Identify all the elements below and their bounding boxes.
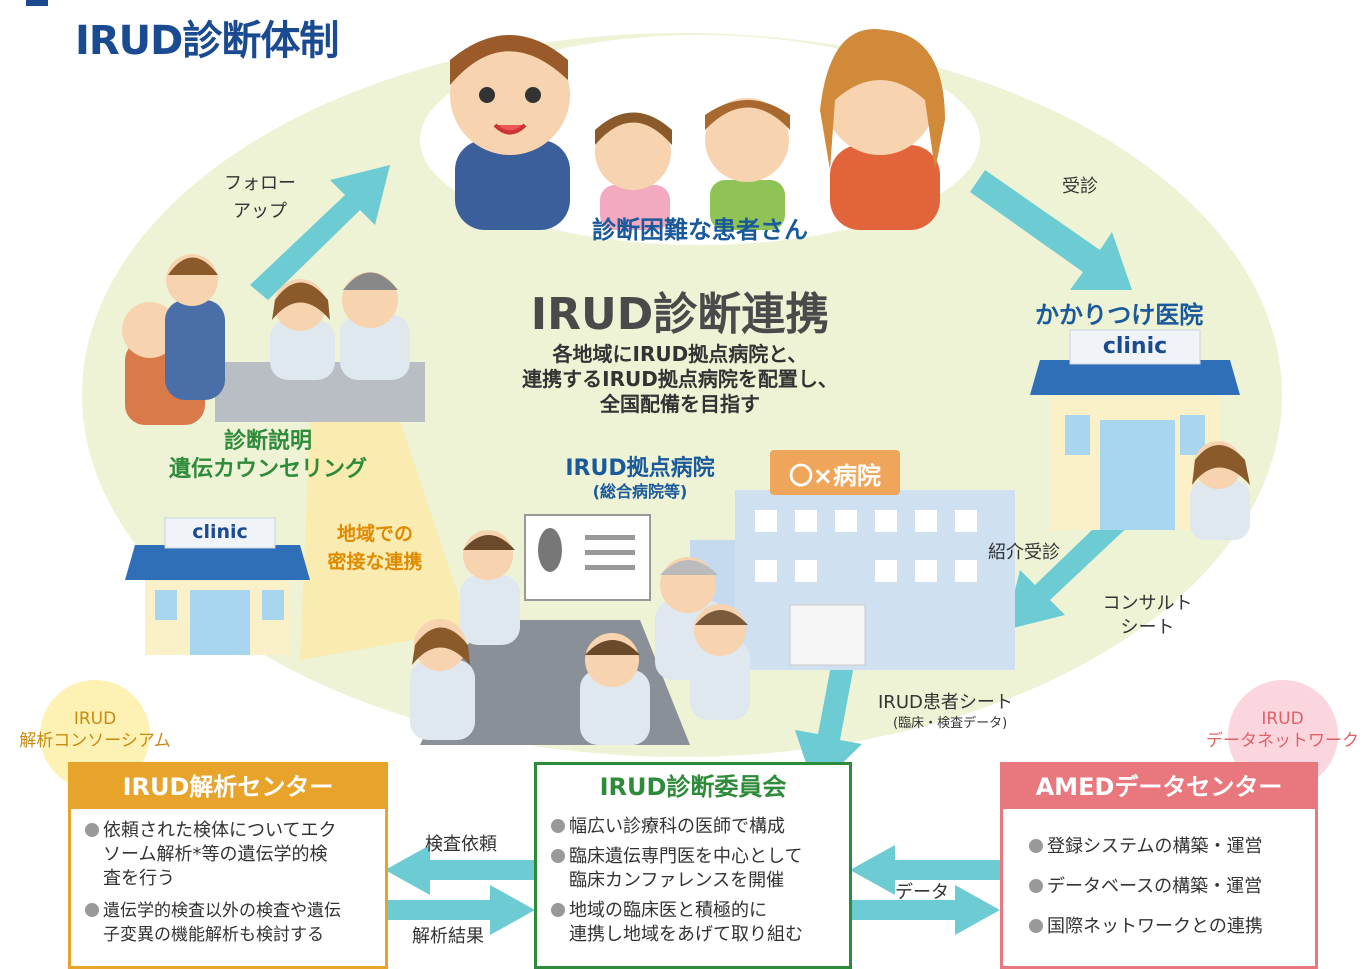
family-clinic-illustration <box>1030 329 1250 540</box>
local-clinic-sign: clinic <box>192 521 248 543</box>
item-line: 臨床遺伝専門医を中心として <box>569 846 803 867</box>
family-clinic-sign: clinic <box>1102 334 1168 359</box>
consult-line: コンサルト <box>1102 593 1193 614</box>
desc-line: 全国配備を目指す <box>600 392 760 416</box>
item-line: 遺伝学的検査以外の検査や遺伝 <box>103 901 341 921</box>
list-item: 臨床遺伝専門医を中心として 臨床カンファレンスを開催 <box>551 845 843 893</box>
consortium-line: IRUD <box>73 709 117 729</box>
network-line: データネットワーク <box>1206 731 1359 751</box>
list-item: 依頼された検体についてエク ソーム解析*等の遺伝学的検 査を行う <box>85 819 379 891</box>
visit-arrow <box>970 170 1132 290</box>
hospital-sublabel: (総合病院等) <box>592 482 688 501</box>
item-line: 地域の臨床医と積極的に <box>569 900 767 921</box>
patient-sheet-arrow <box>795 655 862 790</box>
title-mark <box>26 0 48 6</box>
desc-line: 各地域にIRUD拠点病院と、 <box>552 342 808 366</box>
data-in-arrow <box>850 845 1000 895</box>
network-line: IRUD <box>1261 709 1304 729</box>
results-label: 解析結果 <box>412 926 484 947</box>
counseling-illustration <box>122 254 425 425</box>
consortium-badge: IRUD 解析コンソーシアム <box>5 708 185 752</box>
patients-label: 診断困難な患者さん <box>592 216 808 244</box>
item-line: 査を行う <box>103 868 175 889</box>
analysis-center-title: IRUD解析センター <box>71 765 385 809</box>
followup-label: フォロー アップ <box>215 170 305 226</box>
counseling-line: 診断説明 <box>223 429 312 454</box>
item-line: 幅広い診療科の医師で構成 <box>569 816 785 837</box>
followup-arrow <box>250 165 390 300</box>
list-item: 遺伝学的検査以外の検査や遺伝 子変異の機能解析も検討する <box>85 899 379 947</box>
hospital-sign: 〇×病院 <box>788 462 882 490</box>
referral-label: 紹介受診 <box>988 542 1060 563</box>
list-item: データベースの構築・運営 <box>1029 875 1309 899</box>
request-arrow <box>385 845 535 895</box>
consult-line: シート <box>1120 617 1175 638</box>
patient-sheet-sublabel: (臨床・検査データ) <box>893 716 1008 731</box>
consortium-line: 解析コンソーシアム <box>19 731 171 751</box>
test-request-label: 検査依頼 <box>425 834 497 855</box>
page-title: IRUD診断体制 <box>75 18 339 64</box>
collaboration-title: IRUD診断連携 <box>530 289 830 340</box>
hospital-illustration <box>690 450 1015 670</box>
analysis-center-box: IRUD解析センター 依頼された検体についてエク ソーム解析*等の遺伝学的検 査… <box>68 762 388 969</box>
data-out-arrow <box>850 885 1000 935</box>
result-arrow <box>385 885 535 935</box>
visit-label: 受診 <box>1062 176 1098 197</box>
amed-box: AMEDデータセンター 登録システムの構築・運営 データベースの構築・運営 国際… <box>1000 762 1318 969</box>
consult-label: コンサルト シート <box>1090 592 1205 640</box>
list-item: 国際ネットワークとの連携 <box>1029 915 1309 939</box>
network-badge: IRUD データネットワーク <box>1195 708 1370 752</box>
regional-line: 地域での <box>336 523 413 545</box>
hospital-label: IRUD拠点病院 <box>565 456 715 481</box>
item-line: 国際ネットワークとの連携 <box>1047 916 1263 937</box>
item-line: 依頼された検体についてエク <box>103 820 337 841</box>
collaboration-description: 各地域にIRUD拠点病院と、 連携するIRUD拠点病院を配置し、 全国配備を目指… <box>450 342 910 417</box>
committee-box: IRUD診断委員会 幅広い診療科の医師で構成 臨床遺伝専門医を中心として 臨床カ… <box>534 762 852 969</box>
item-line: 子変異の機能解析も検討する <box>103 925 324 945</box>
family-clinic-label: かかりつけ医院 <box>1035 301 1204 329</box>
item-line: データベースの構築・運営 <box>1047 876 1263 897</box>
regional-label: 地域での 密接な連携 <box>310 520 440 576</box>
family-illustration <box>450 29 945 230</box>
counseling-label: 診断説明 遺伝カウンセリング <box>148 428 388 484</box>
item-line: 登録システムの構築・運営 <box>1047 836 1263 857</box>
followup-line: フォロー <box>224 173 296 194</box>
item-line: 臨床カンファレンスを開催 <box>569 870 785 891</box>
list-item: 登録システムの構築・運営 <box>1029 835 1309 859</box>
committee-title: IRUD診断委員会 <box>599 773 787 801</box>
desc-line: 連携するIRUD拠点病院を配置し、 <box>522 367 838 391</box>
flow-arrows <box>250 165 1135 935</box>
local-clinic-illustration <box>125 517 310 655</box>
conference-illustration <box>410 514 750 745</box>
referral-arrow <box>1005 505 1135 630</box>
list-item: 地域の臨床医と積極的に 連携し地域をあげて取り組む <box>551 899 843 947</box>
patient-sheet-label: IRUD患者シート <box>878 692 1013 713</box>
followup-line: アップ <box>233 201 287 222</box>
regional-line: 密接な連携 <box>327 551 423 573</box>
regional-wedge <box>300 420 470 660</box>
amed-title: AMEDデータセンター <box>1003 765 1315 809</box>
data-label: データ <box>895 882 949 903</box>
counseling-line: 遺伝カウンセリング <box>168 457 367 482</box>
item-line: ソーム解析*等の遺伝学的検 <box>103 844 328 865</box>
list-item: 幅広い診療科の医師で構成 <box>551 815 843 839</box>
item-line: 連携し地域をあげて取り組む <box>569 924 803 945</box>
